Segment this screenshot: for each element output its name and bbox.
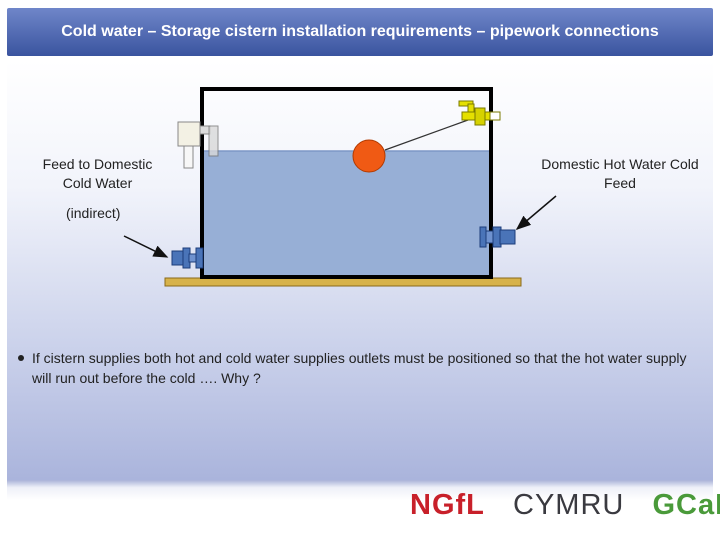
water-body — [203, 151, 490, 276]
left-outlet-label-line2: Cold Water — [62, 175, 133, 191]
cistern-tank — [200, 87, 493, 279]
footer-bar — [7, 480, 713, 530]
overflow-pipe-icon — [177, 121, 219, 169]
left-pointer-arrow — [123, 235, 169, 258]
logo-ngfl: NGfL — [410, 489, 485, 521]
base-board — [164, 277, 522, 287]
title-bar: Cold water – Storage cistern installatio… — [7, 8, 713, 56]
bullet-text: If cistern supplies both hot and cold wa… — [32, 350, 687, 386]
logo-gcad: GCaD — [652, 489, 720, 521]
float-valve-icon — [458, 100, 501, 126]
ngfl-cymru-gcad-logo: NGfL CYMRU GCaD — [410, 488, 720, 522]
left-outlet-label-line1: Feed to Domestic — [42, 156, 153, 172]
right-outlet-label-line2: Feed — [604, 175, 636, 191]
logo-cymru: CYMRU — [513, 489, 625, 521]
hot-feed-outlet-valve-icon — [479, 226, 516, 248]
cold-outlet-valve-icon — [171, 247, 204, 269]
right-outlet-label: Domestic Hot Water Cold Feed — [525, 155, 715, 193]
left-outlet-label: Feed to Domestic Cold Water — [30, 155, 165, 193]
right-pointer-arrow — [515, 195, 557, 230]
left-outlet-indirect-label: (indirect) — [66, 205, 121, 221]
slide-title: Cold water – Storage cistern installatio… — [61, 23, 659, 40]
bullet-dot-icon — [18, 355, 24, 361]
float-lever-arm — [384, 119, 469, 151]
right-outlet-label-line1: Domestic Hot Water Cold — [541, 156, 699, 172]
float-ball-icon — [352, 139, 386, 173]
